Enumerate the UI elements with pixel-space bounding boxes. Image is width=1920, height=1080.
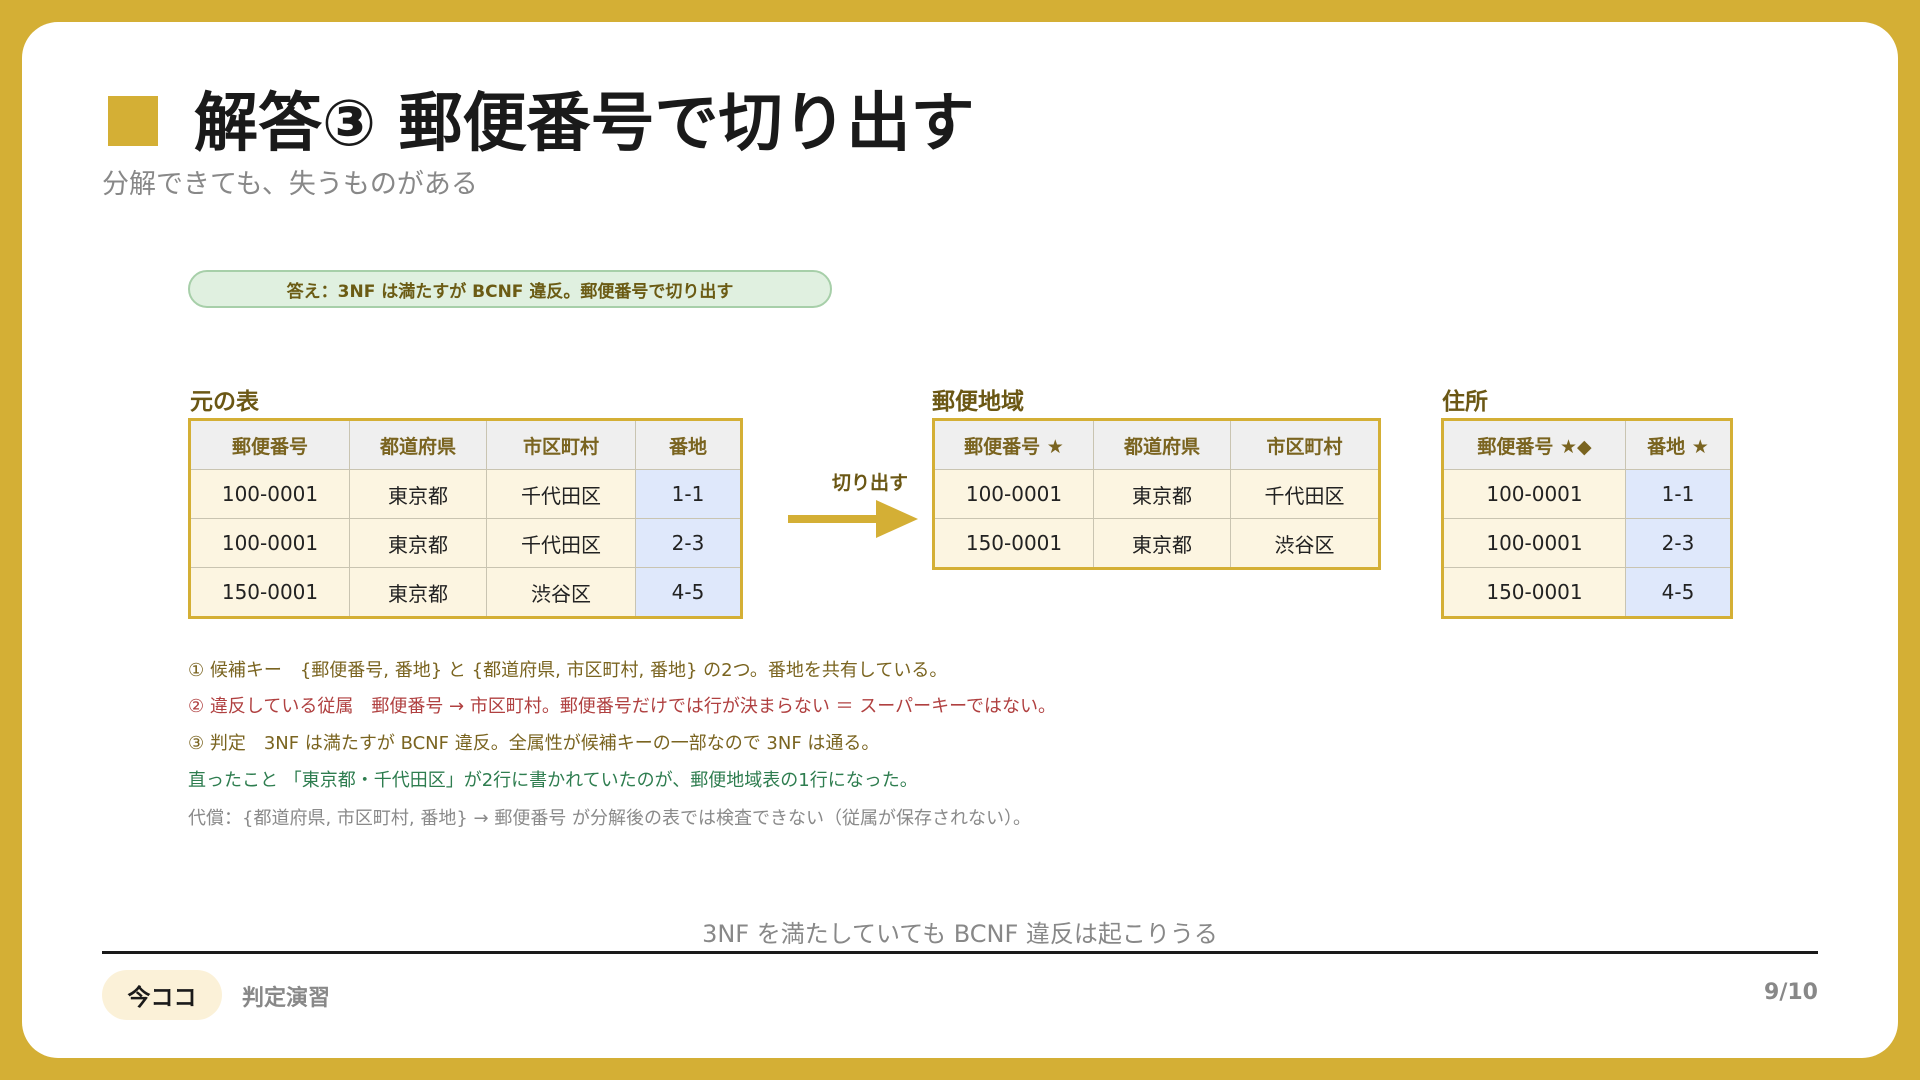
table-row: 100-0001 東京都 千代田区 (933, 469, 1380, 519)
table-row: 100-0001 東京都 千代田区 2-3 (189, 518, 742, 568)
table-cell: 100-0001 (189, 469, 350, 519)
page-subtitle: 分解できても、失うものがある (102, 169, 478, 200)
table-cell: 千代田区 (486, 469, 636, 519)
postal-region-table: 郵便番号 ★ 都道府県 市区町村 100-0001 東京都 千代田区 150-0… (932, 418, 1381, 570)
address-table: 郵便番号 ★◆ 番地 ★ 100-0001 1-1 100-0001 2-3 1… (1441, 418, 1733, 619)
column-header: 市区町村 (486, 419, 636, 470)
table-cell: 1-1 (1625, 469, 1732, 519)
column-header: 番地 ★ (1625, 419, 1732, 470)
page-number: 9/10 (1764, 980, 1818, 1005)
slide: 解答③ 郵便番号で切り出す 分解できても、失うものがある 答え：3NF は満たす… (22, 22, 1898, 1058)
note-candidate-keys: ① 候補キー {郵便番号, 番地} と {都道府県, 市区町村, 番地} の2つ… (188, 660, 948, 681)
table-cell: 150-0001 (933, 518, 1094, 569)
table-cell: 渋谷区 (486, 567, 636, 618)
table-cell: 150-0001 (1442, 567, 1626, 618)
table-row: 100-0001 1-1 (1442, 469, 1732, 519)
column-header: 番地 (635, 419, 742, 470)
table-cell: 東京都 (1093, 518, 1231, 569)
note-violating-dependency: ② 違反している従属 郵便番号 → 市区町村。郵便番号だけでは行が決まらない ＝… (188, 696, 1057, 717)
table-cell: 150-0001 (189, 567, 350, 618)
section-name: 判定演習 (242, 986, 331, 1011)
table-cell: 100-0001 (1442, 469, 1626, 519)
postal-region-table-label: 郵便地域 (932, 389, 1024, 415)
summary-text: 3NF を満たしていても BCNF 違反は起こりうる (702, 920, 1218, 948)
address-table-label: 住所 (1442, 389, 1488, 415)
column-header: 都道府県 (349, 419, 487, 470)
column-header: 市区町村 (1230, 419, 1380, 470)
column-header: 郵便番号 (189, 419, 350, 470)
table-header-row: 郵便番号 ★◆ 番地 ★ (1442, 419, 1732, 470)
table-cell: 4-5 (1625, 567, 1732, 618)
table-cell: 4-5 (635, 567, 742, 618)
extract-arrow-label: 切り出す (831, 472, 908, 494)
note-what-was-fixed: 直ったこと 「東京都・千代田区」が2行に書かれていたのが、郵便地域表の1行になっ… (188, 770, 918, 791)
table-row: 150-0001 東京都 渋谷区 4-5 (189, 567, 742, 618)
answer-banner: 答え：3NF は満たすが BCNF 違反。郵便番号で切り出す (188, 270, 832, 308)
column-header: 郵便番号 ★ (933, 419, 1094, 470)
table-cell: 渋谷区 (1230, 518, 1380, 569)
title-marker (108, 96, 158, 146)
current-section-badge: 今ココ (102, 970, 222, 1020)
table-cell: 東京都 (1093, 469, 1231, 519)
footer-divider (102, 951, 1818, 954)
table-cell: 東京都 (349, 469, 487, 519)
table-cell: 東京都 (349, 518, 487, 568)
note-judgement: ③ 判定 3NF は満たすが BCNF 違反。全属性が候補キーの一部なので 3N… (188, 733, 880, 754)
column-header: 都道府県 (1093, 419, 1231, 470)
table-cell: 100-0001 (933, 469, 1094, 519)
table-row: 150-0001 東京都 渋谷区 (933, 518, 1380, 569)
table-row: 150-0001 4-5 (1442, 567, 1732, 618)
table-cell: 2-3 (1625, 518, 1732, 568)
table-row: 100-0001 東京都 千代田区 1-1 (189, 469, 742, 519)
table-header-row: 郵便番号 ★ 都道府県 市区町村 (933, 419, 1380, 470)
column-header: 郵便番号 ★◆ (1442, 419, 1626, 470)
original-table-label: 元の表 (190, 389, 259, 415)
table-cell: 100-0001 (1442, 518, 1626, 568)
note-tradeoff: 代償：{都道府県, 市区町村, 番地} → 郵便番号 が分解後の表では検査できな… (188, 808, 1032, 829)
table-cell: 千代田区 (486, 518, 636, 568)
table-cell: 東京都 (349, 567, 487, 618)
table-row: 100-0001 2-3 (1442, 518, 1732, 568)
table-cell: 1-1 (635, 469, 742, 519)
page-title: 解答③ 郵便番号で切り出す (194, 87, 975, 161)
table-header-row: 郵便番号 都道府県 市区町村 番地 (189, 419, 742, 470)
original-table: 郵便番号 都道府県 市区町村 番地 100-0001 東京都 千代田区 1-1 … (188, 418, 743, 619)
table-cell: 2-3 (635, 518, 742, 568)
right-arrow-icon (788, 500, 918, 538)
table-cell: 千代田区 (1230, 469, 1380, 519)
table-cell: 100-0001 (189, 518, 350, 568)
